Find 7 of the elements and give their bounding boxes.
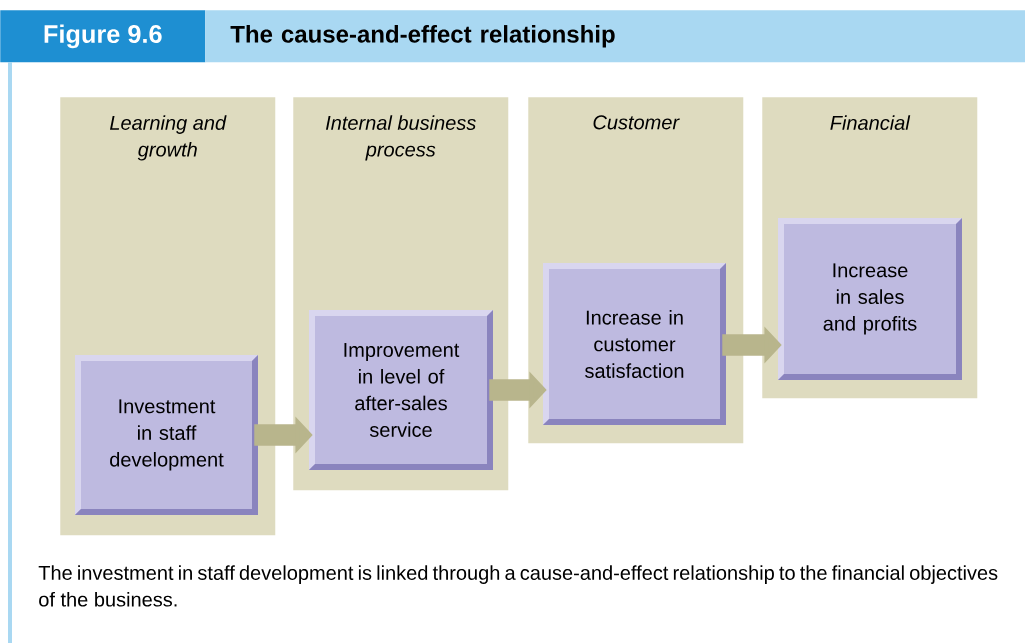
process-box: Investment in staff development <box>75 355 258 515</box>
process-box: Increase in customer satisfaction <box>543 263 726 425</box>
caption: The investment in staff development is linked through a cause-and-effect relationship to the financial objectives of the business. <box>38 565 998 607</box>
title-band: The cause-and-effect relationship <box>205 10 1025 63</box>
process-box: Improvement in level of after-sales service <box>309 310 493 470</box>
figure-number-box: Figure 9.6 <box>0 10 206 63</box>
process-box: Increase in sales and profits <box>778 218 962 380</box>
